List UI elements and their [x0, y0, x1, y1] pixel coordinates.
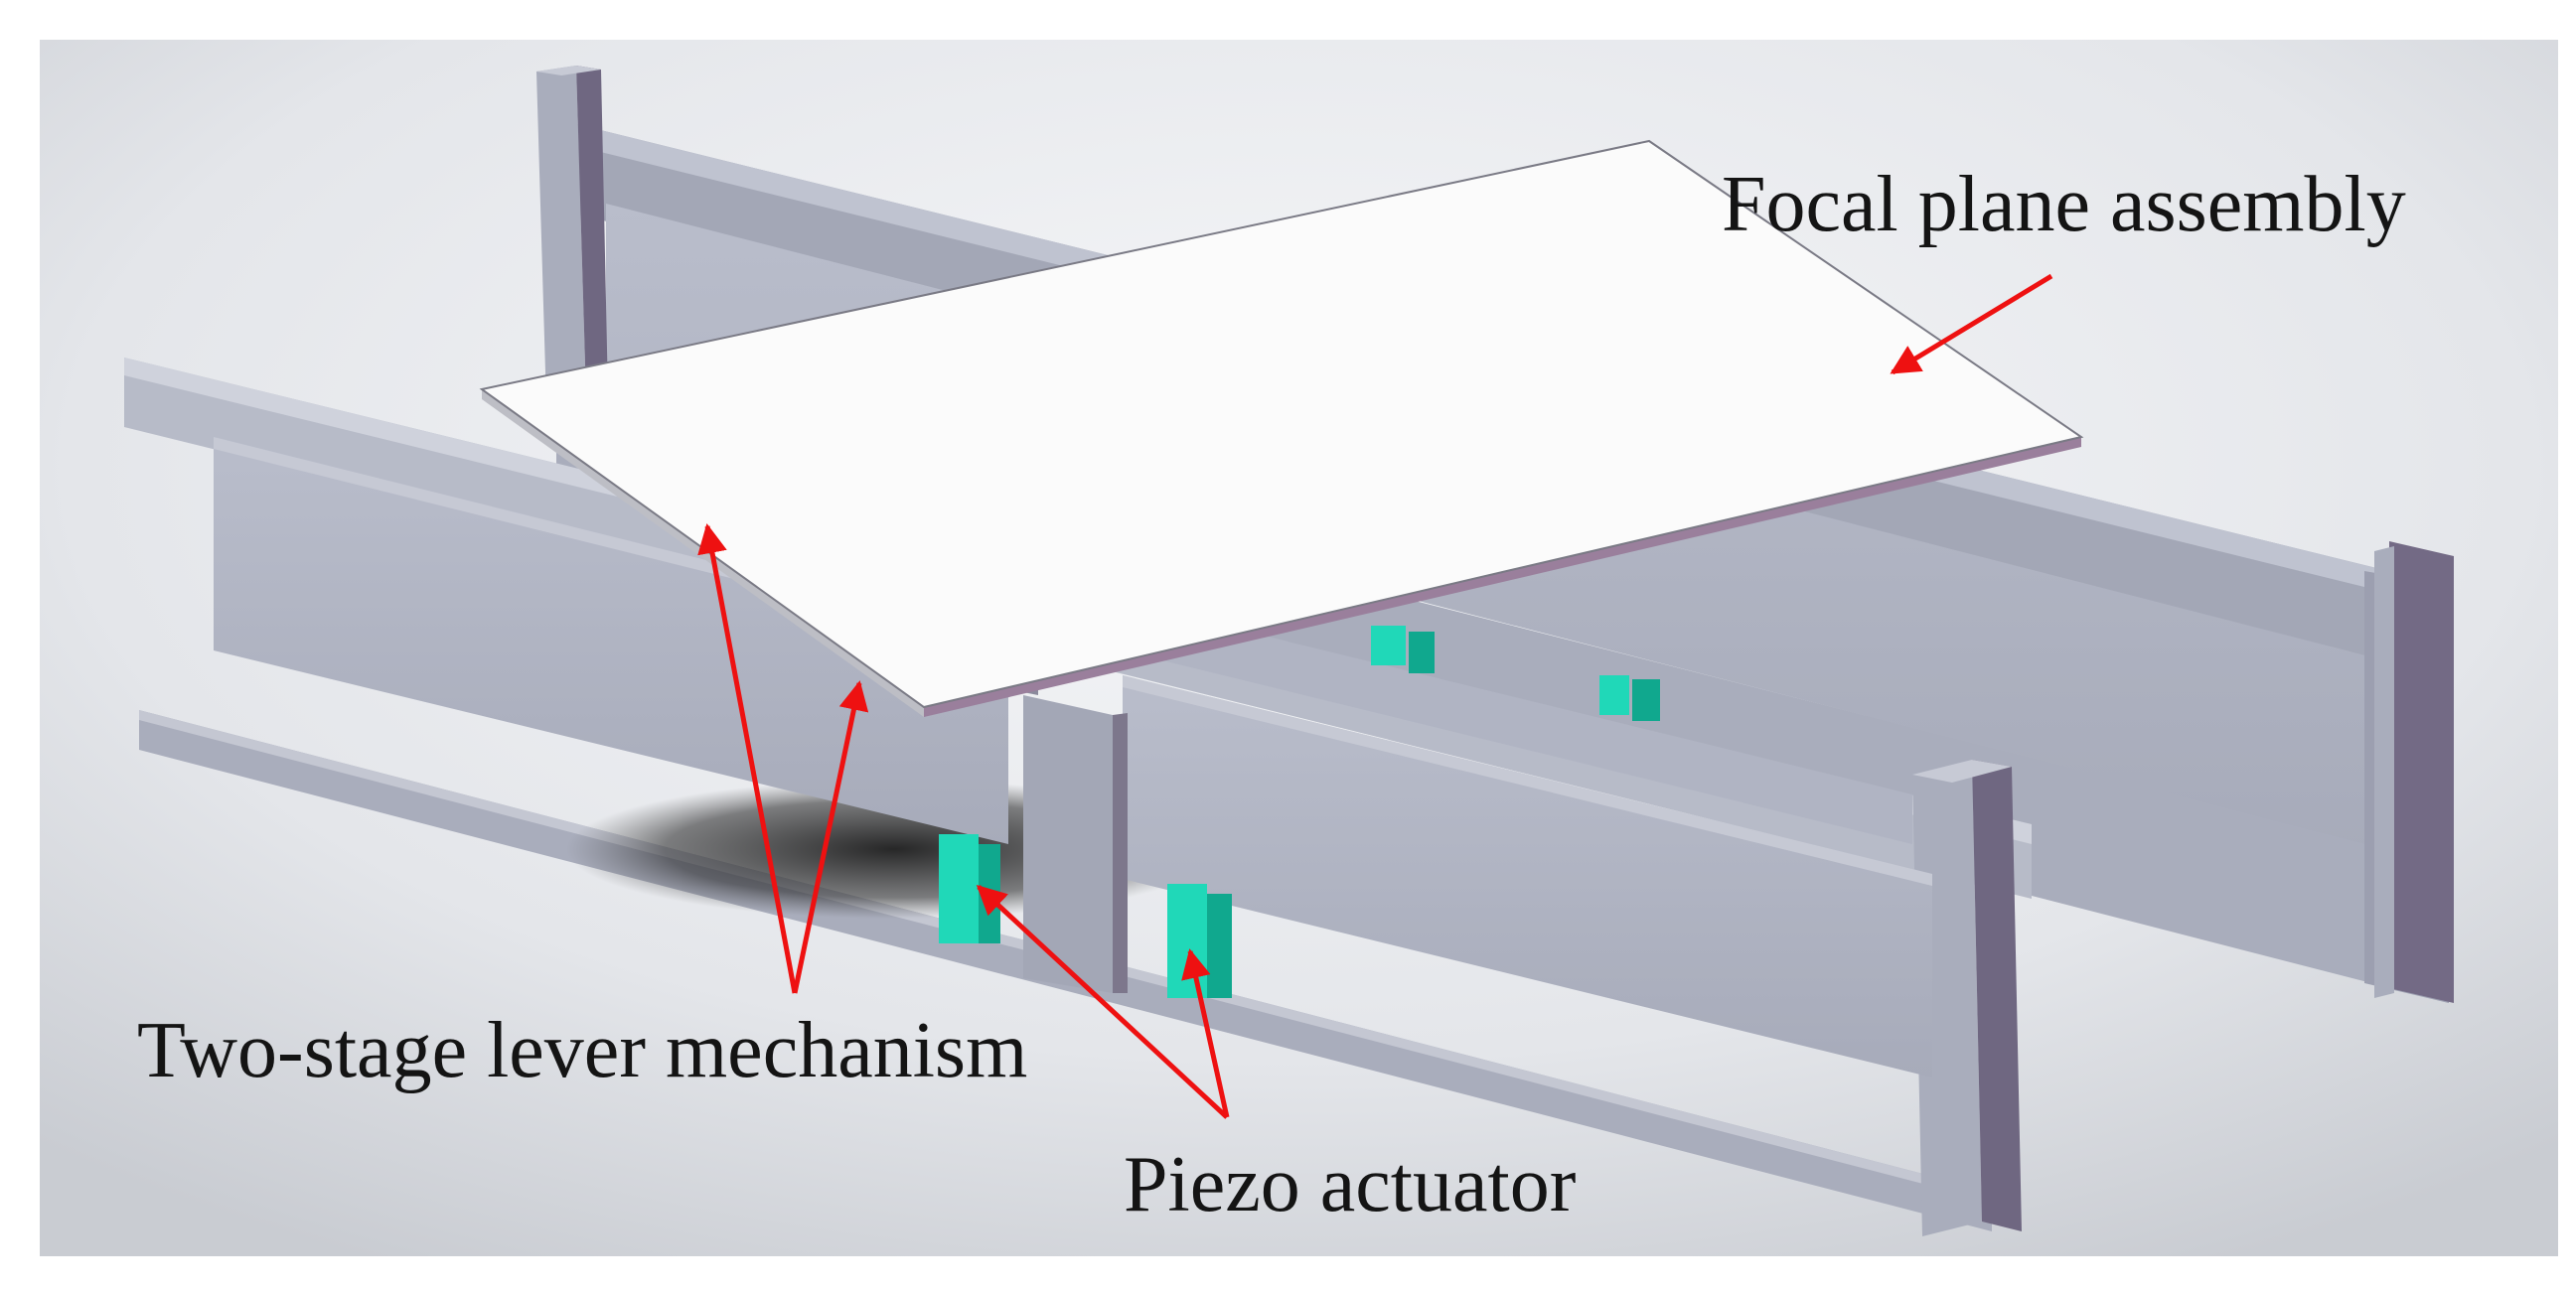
arrow-piezo-2: [1181, 948, 1230, 1118]
label-focal-plane-assembly: Focal plane assembly: [1722, 161, 2406, 248]
annotation-arrows: [697, 273, 2053, 1119]
label-two-stage-lever-mechanism: Two-stage lever mechanism: [137, 1007, 1028, 1094]
arrow-lever-2: [792, 680, 869, 994]
back-left-post: [536, 66, 608, 405]
arrow-focal-plane: [1890, 273, 2053, 375]
arrow-piezo-1: [976, 884, 1229, 1119]
label-piezo-actuator: Piezo actuator: [1124, 1141, 1577, 1228]
arrow-lever-1: [697, 523, 798, 994]
lever-panels: [214, 437, 1932, 1078]
